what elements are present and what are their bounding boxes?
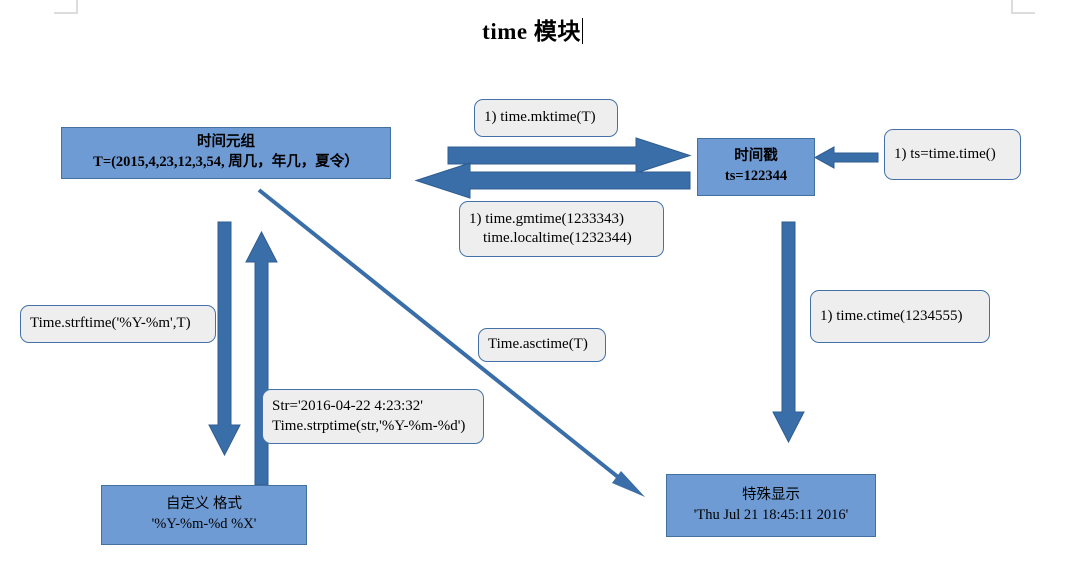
- box-special-display-line1: 特殊显示: [742, 486, 800, 503]
- box-special-display[interactable]: 特殊显示 'Thu Jul 21 18:45:11 2016': [666, 474, 876, 537]
- callout-time-time-line1: 1) ts=time.time(): [894, 145, 996, 162]
- callout-time-time[interactable]: 1) ts=time.time(): [884, 129, 1021, 180]
- callout-mktime-line1: 1) time.mktime(T): [484, 109, 596, 126]
- callout-strptime-line2: Time.strptime(str,'%Y-%m-%d'): [272, 417, 466, 434]
- callout-strftime-line1: Time.strftime('%Y-%m',T): [30, 315, 191, 332]
- box-timestamp-line1: 时间戳: [734, 148, 778, 165]
- callout-asctime-line1: Time.asctime(T): [488, 336, 588, 353]
- box-custom-format-line1: 自定义 格式: [165, 496, 243, 513]
- page-title: time 模块: [0, 12, 1065, 46]
- callout-strptime[interactable]: Str='2016-04-22 4:23:32' Time.strptime(s…: [262, 389, 484, 444]
- callout-strptime-line1: Str='2016-04-22 4:23:32': [272, 398, 423, 414]
- box-timestamp-line2: ts=122344: [724, 168, 788, 184]
- box-time-tuple[interactable]: 时间元组 T=(2015,4,23,12,3,54, 周几，年几，夏令）: [61, 127, 391, 179]
- arrow-timestamp-to-specialdisplay: [772, 221, 805, 444]
- page-margin-mark-top-right: [1011, 0, 1035, 14]
- box-custom-format-line2: '%Y-%m-%d %X': [151, 516, 257, 532]
- callout-gmtime-localtime[interactable]: 1) time.gmtime(1233343) time.localtime(1…: [459, 201, 664, 257]
- arrow-tuple-to-timestamp: [447, 137, 692, 174]
- callout-strftime[interactable]: Time.strftime('%Y-%m',T): [20, 305, 216, 343]
- callout-gmtime-line2: time.localtime(1232344): [483, 230, 632, 246]
- box-timestamp[interactable]: 时间戳 ts=122344: [697, 138, 815, 196]
- callout-mktime[interactable]: 1) time.mktime(T): [474, 99, 618, 137]
- page-title-text: time 模块: [482, 19, 581, 44]
- arrow-customformat-to-tuple: [245, 230, 278, 486]
- arrow-timestamp-to-tuple: [414, 162, 691, 199]
- callout-gmtime-line1: 1) time.gmtime(1233343): [469, 210, 624, 227]
- callout-ctime-line1: 1) time.ctime(1234555): [820, 307, 963, 324]
- box-custom-format[interactable]: 自定义 格式 '%Y-%m-%d %X': [101, 485, 307, 545]
- box-special-display-line2: 'Thu Jul 21 18:45:11 2016': [693, 506, 849, 523]
- text-cursor: [581, 18, 583, 44]
- box-time-tuple-line2: T=(2015,4,23,12,3,54, 周几，年几，夏令）: [93, 154, 359, 170]
- arrow-timetime-to-timestamp: [813, 146, 879, 169]
- callout-asctime[interactable]: Time.asctime(T): [478, 328, 606, 362]
- callout-ctime[interactable]: 1) time.ctime(1234555): [810, 290, 990, 343]
- box-time-tuple-line1: 时间元组: [197, 134, 255, 151]
- page-margin-mark-top-left: [54, 0, 78, 14]
